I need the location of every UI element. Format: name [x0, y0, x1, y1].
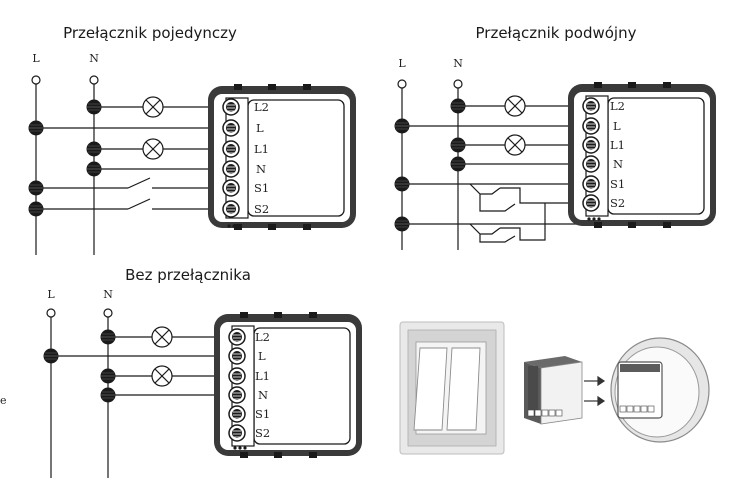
side-mark: e	[0, 394, 7, 407]
terminal-label: N	[613, 157, 623, 171]
terminal-label: L2	[610, 99, 625, 113]
terminal-label: N	[258, 388, 268, 402]
title-no-switch: Bez przełącznika	[125, 266, 251, 284]
line-label-n: N	[103, 288, 113, 301]
lamp-icon	[151, 326, 173, 348]
terminal-label: L	[613, 119, 621, 133]
terminal-label: L2	[255, 330, 270, 344]
terminal-label: S2	[255, 426, 270, 440]
line-label-n: N	[453, 57, 463, 70]
lamp-icon	[504, 134, 526, 156]
lamp-icon	[142, 96, 164, 118]
terminal-label: S1	[255, 407, 270, 421]
terminal-label: L1	[610, 138, 625, 152]
arrow-icon	[584, 375, 606, 407]
title-single-switch: Przełącznik pojedynczy	[63, 24, 237, 42]
line-label-l: L	[398, 57, 406, 70]
lamp-icon	[142, 138, 164, 160]
terminal-label: S2	[254, 202, 269, 216]
lamp-icon	[504, 95, 526, 117]
line-label-l: L	[47, 288, 55, 301]
lamp-icon	[151, 365, 173, 387]
line-label-l: L	[32, 52, 40, 65]
installation-illustration	[399, 321, 710, 455]
terminal-label: L1	[254, 142, 269, 156]
title-double-switch: Przełącznik podwójny	[476, 24, 637, 42]
terminal-label: S1	[254, 181, 269, 195]
wall-box-image	[610, 337, 710, 443]
terminal-label: S2	[610, 196, 625, 210]
terminal-label: L1	[255, 369, 270, 383]
relay-module-image	[524, 356, 583, 425]
terminal-label: S1	[610, 177, 625, 191]
terminal-label: L	[256, 121, 264, 135]
wall-switch-image	[399, 321, 505, 455]
terminal-label: L	[258, 349, 266, 363]
diagram-no-switch: Bez przełącznika L N L2 L L1 N S1 S2	[43, 266, 363, 478]
diagram-single-switch: Przełącznik pojedynczy L N L2 L L1 N	[28, 24, 357, 255]
line-label-n: N	[89, 52, 99, 65]
diagram-double-switch: Przełącznik podwójny L N L2 L	[394, 24, 717, 250]
terminal-label: N	[256, 162, 266, 176]
terminal-label: L2	[254, 100, 269, 114]
